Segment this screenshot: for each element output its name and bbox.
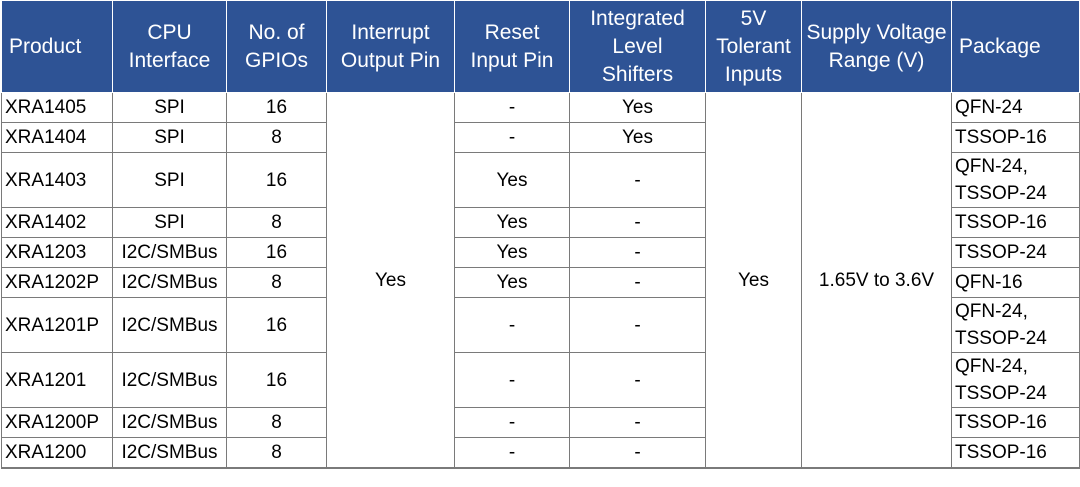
cell-package: TSSOP-16 — [951, 207, 1080, 238]
cell-product: XRA1402 — [1, 207, 113, 238]
cell-package: TSSOP-16 — [951, 437, 1080, 469]
header-package: Package — [951, 0, 1080, 93]
table-row: XRA1200P I2C/SMBus 8 - - TSSOP-16 — [1, 407, 1080, 438]
header-gpios: No. of GPIOs — [226, 0, 327, 93]
table-row: XRA1405 SPI 16 Yes - Yes Yes 1.65V to 3.… — [1, 92, 1080, 469]
cell-cpu: SPI — [112, 152, 227, 208]
gpio-expander-table: Product CPU Interface No. of GPIOs Inter… — [1, 0, 1080, 469]
header-row: Product CPU Interface No. of GPIOs Inter… — [1, 0, 1080, 93]
cell-gpios: 8 — [226, 437, 327, 469]
cell-product: XRA1202P — [1, 267, 113, 298]
cell-reset: - — [454, 352, 570, 408]
cell-gpios: 16 — [226, 297, 327, 353]
cell-reset: Yes — [454, 267, 570, 298]
cell-shifters: - — [569, 237, 706, 268]
cell-package: QFN-24, TSSOP-24 — [951, 352, 1080, 408]
table-row: XRA1202P I2C/SMBus 8 Yes - QFN-16 — [1, 267, 1080, 298]
cell-5v-tolerant-merged: Yes — [705, 92, 802, 469]
cell-shifters: Yes — [569, 92, 706, 123]
cell-reset: - — [454, 92, 570, 123]
cell-gpios: 8 — [226, 267, 327, 298]
cell-product: XRA1201P — [1, 297, 113, 353]
cell-package: QFN-24, TSSOP-24 — [951, 152, 1080, 208]
table-row: XRA1404 SPI 8 - Yes TSSOP-16 — [1, 122, 1080, 153]
cell-gpios: 8 — [226, 207, 327, 238]
cell-package: QFN-24 — [951, 92, 1080, 123]
cell-product: XRA1404 — [1, 122, 113, 153]
cell-gpios: 16 — [226, 352, 327, 408]
cell-reset: - — [454, 437, 570, 469]
cell-shifters: - — [569, 407, 706, 438]
table-row: XRA1402 SPI 8 Yes - TSSOP-16 — [1, 207, 1080, 238]
cell-product: XRA1203 — [1, 237, 113, 268]
cell-shifters: - — [569, 152, 706, 208]
header-supply-voltage: Supply Voltage Range (V) — [801, 0, 952, 93]
cell-shifters: - — [569, 207, 706, 238]
cell-reset: Yes — [454, 152, 570, 208]
cell-product: XRA1405 — [1, 92, 113, 123]
cell-gpios: 8 — [226, 122, 327, 153]
cell-package: QFN-16 — [951, 267, 1080, 298]
table-row: XRA1201 I2C/SMBus 16 - - QFN-24, TSSOP-2… — [1, 352, 1080, 408]
header-reset-input: Reset Input Pin — [454, 0, 570, 93]
cell-package: TSSOP-16 — [951, 407, 1080, 438]
header-5v-tolerant: 5V Tolerant Inputs — [705, 0, 802, 93]
cell-cpu: I2C/SMBus — [112, 407, 227, 438]
cell-cpu: I2C/SMBus — [112, 237, 227, 268]
cell-interrupt-output-merged: Yes — [326, 92, 455, 469]
cell-product: XRA1200 — [1, 437, 113, 469]
cell-package: QFN-24, TSSOP-24 — [951, 297, 1080, 353]
cell-shifters: Yes — [569, 122, 706, 153]
table-row: XRA1200 I2C/SMBus 8 - - TSSOP-16 — [1, 437, 1080, 469]
cell-supply-voltage-merged: 1.65V to 3.6V — [801, 92, 952, 469]
cell-cpu: I2C/SMBus — [112, 352, 227, 408]
cell-package: TSSOP-24 — [951, 237, 1080, 268]
cell-shifters: - — [569, 297, 706, 353]
cell-cpu: SPI — [112, 207, 227, 238]
header-cpu-interface: CPU Interface — [112, 0, 227, 93]
cell-gpios: 8 — [226, 407, 327, 438]
cell-cpu: SPI — [112, 92, 227, 123]
cell-product: XRA1200P — [1, 407, 113, 438]
cell-shifters: - — [569, 437, 706, 469]
header-interrupt-output: Interrupt Output Pin — [326, 0, 455, 93]
cell-cpu: I2C/SMBus — [112, 437, 227, 469]
cell-gpios: 16 — [226, 237, 327, 268]
cell-cpu: I2C/SMBus — [112, 297, 227, 353]
cell-reset: - — [454, 122, 570, 153]
cell-shifters: - — [569, 352, 706, 408]
cell-product: XRA1403 — [1, 152, 113, 208]
cell-reset: Yes — [454, 207, 570, 238]
cell-cpu: SPI — [112, 122, 227, 153]
table-row: XRA1403 SPI 16 Yes - QFN-24, TSSOP-24 — [1, 152, 1080, 208]
header-product: Product — [1, 0, 113, 93]
header-level-shifters: Integrated Level Shifters — [569, 0, 706, 93]
cell-gpios: 16 — [226, 92, 327, 123]
cell-reset: - — [454, 407, 570, 438]
cell-shifters: - — [569, 267, 706, 298]
cell-reset: - — [454, 297, 570, 353]
cell-product: XRA1201 — [1, 352, 113, 408]
cell-gpios: 16 — [226, 152, 327, 208]
cell-reset: Yes — [454, 237, 570, 268]
cell-package: TSSOP-16 — [951, 122, 1080, 153]
cell-cpu: I2C/SMBus — [112, 267, 227, 298]
